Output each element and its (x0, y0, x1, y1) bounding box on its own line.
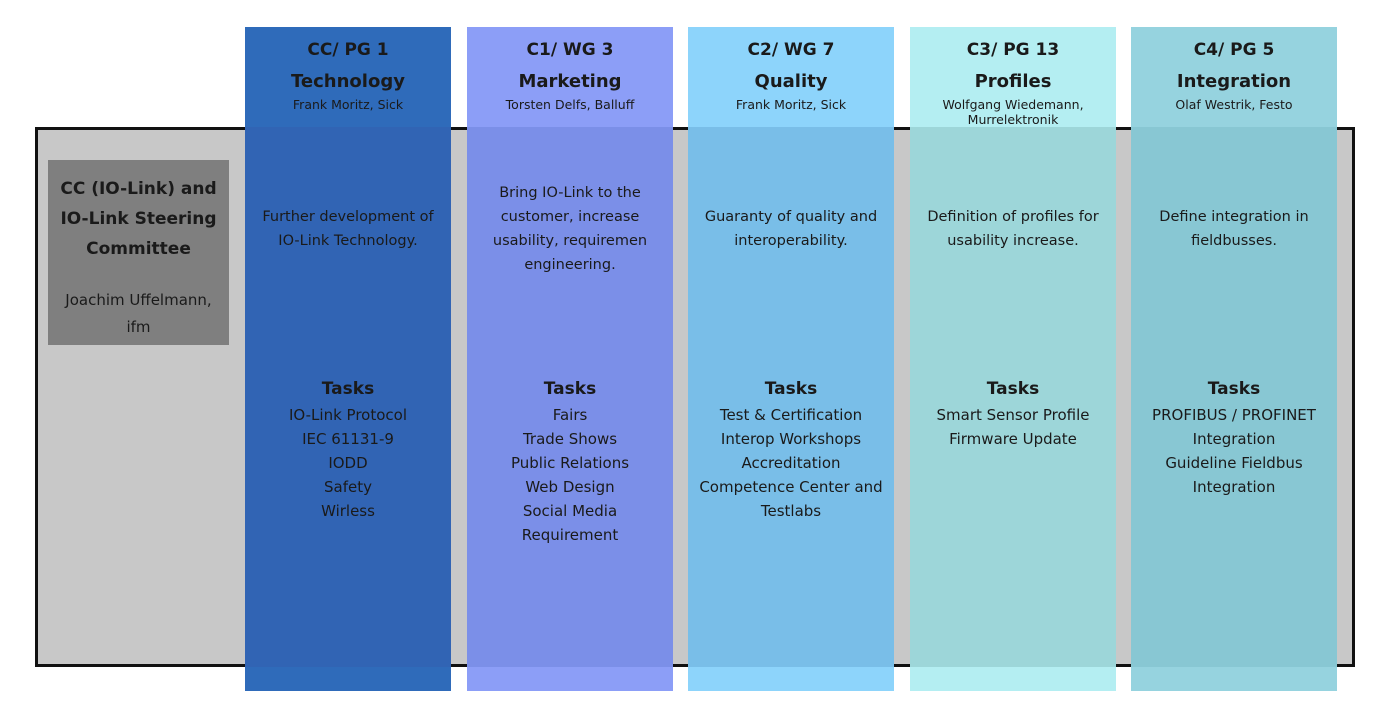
column-lead: Torsten Delfs, Balluff (473, 97, 667, 112)
tasks-heading: Tasks (764, 379, 818, 399)
column-frame-overlay (467, 127, 673, 667)
column-lead: Wolfgang Wiedemann,Murrelektronik (916, 97, 1110, 127)
tasks-heading: Tasks (986, 379, 1040, 399)
task-item: IODD (328, 454, 368, 472)
task-item: Web Design (525, 478, 615, 496)
column-name: Marketing (518, 71, 622, 92)
steering-title-line: IO-Link Steering (60, 209, 217, 229)
column-lead-line: Torsten Delfs, Balluff (505, 97, 635, 112)
column-id: C3/ PG 13 (966, 40, 1060, 60)
column-lead-line: Frank Moritz, Sick (735, 97, 847, 112)
column-id: C1/ WG 3 (526, 40, 614, 60)
column-lead-line: Wolfgang Wiedemann, (942, 97, 1084, 112)
column-description: Bring IO-Link to the customer, increase us… (473, 181, 667, 277)
column-id: CC/ PG 1 (307, 40, 389, 60)
column-name: Quality (754, 71, 828, 92)
column-description-line: IO-Link Technology. (278, 233, 418, 249)
task-item: Competence Center and (699, 478, 883, 496)
column-name: Technology (291, 71, 405, 92)
task-item: Testlabs (760, 502, 822, 520)
column-frame-overlay (910, 127, 1116, 667)
steering-title-line: CC (IO-Link) and (60, 179, 217, 199)
task-item: Interop Workshops (720, 430, 862, 448)
task-item: Requirement (521, 526, 619, 544)
column-id: C2/ WG 7 (747, 40, 835, 60)
column-description-line: Further development of (262, 209, 434, 225)
task-item: Fairs (552, 406, 588, 424)
task-item: Social Media (522, 502, 618, 520)
task-item: Public Relations (510, 454, 630, 472)
task-item: IO-Link Protocol (289, 406, 407, 424)
task-item: Integration (1192, 478, 1276, 496)
column-description-line: customer, increase (500, 209, 640, 225)
column-description: Definition of profiles for usability incr… (916, 205, 1110, 253)
steering-committee-lead: Joachim Uffelmann, ifm (48, 287, 229, 341)
task-item: Smart Sensor Profile (936, 406, 1090, 424)
task-item: Firmware Update (949, 430, 1077, 448)
steering-lead-line: ifm (126, 318, 151, 336)
tasks-heading: Tasks (543, 379, 597, 399)
column-description: Define integration in fieldbusses. (1137, 205, 1331, 253)
column-frame-overlay (688, 127, 894, 667)
task-item: Test & Certification (719, 406, 863, 424)
column-description-line: Define integration in (1159, 209, 1309, 225)
task-item: Guideline Fieldbus (1165, 454, 1303, 472)
column-description-line: Definition of profiles for (927, 209, 1099, 225)
tasks-heading: Tasks (321, 379, 375, 399)
column-name: Integration (1176, 71, 1292, 92)
column-frame-overlay (245, 127, 451, 667)
column-id: C4/ PG 5 (1193, 40, 1275, 60)
column-description-line: fieldbusses. (1191, 233, 1277, 249)
column-lead: Frank Moritz, Sick (694, 97, 888, 112)
column-description: Guaranty of quality and interoperability. (694, 205, 888, 253)
task-item: Integration (1192, 430, 1276, 448)
column-name: Profiles (974, 71, 1052, 92)
column-description: Further development of IO-Link Technology… (251, 205, 445, 253)
column-lead-line: Frank Moritz, Sick (292, 97, 404, 112)
task-item: Wirless (321, 502, 375, 520)
column-lead-line: Olaf Westrik, Festo (1175, 97, 1293, 112)
task-item: PROFIBUS / PROFINET (1152, 406, 1316, 424)
steering-committee-box: CC (IO-Link) and IO-Link Steering Commit… (48, 160, 229, 345)
column-lead: Frank Moritz, Sick (251, 97, 445, 112)
column-description-line: usability, requiremen (492, 233, 648, 249)
column-frame-overlay (1131, 127, 1337, 667)
column-description-line: Guaranty of quality and (704, 209, 878, 225)
column-description-line: engineering. (524, 257, 616, 273)
tasks-heading: Tasks (1207, 379, 1261, 399)
column-description-line: usability increase. (947, 233, 1079, 249)
task-item: Accreditation (741, 454, 841, 472)
task-item: Trade Shows (522, 430, 618, 448)
steering-lead-line: Joachim Uffelmann, (65, 291, 212, 309)
task-item: IEC 61131-9 (302, 430, 394, 448)
column-description-line: interoperability. (734, 233, 848, 249)
column-lead: Olaf Westrik, Festo (1137, 97, 1331, 112)
column-lead-line: Murrelektronik (967, 112, 1059, 127)
column-description-line: Bring IO-Link to the (499, 185, 641, 201)
steering-committee-title: CC (IO-Link) and IO-Link Steering Commit… (48, 174, 229, 264)
task-item: Safety (324, 478, 372, 496)
steering-title-line: Committee (86, 239, 191, 259)
